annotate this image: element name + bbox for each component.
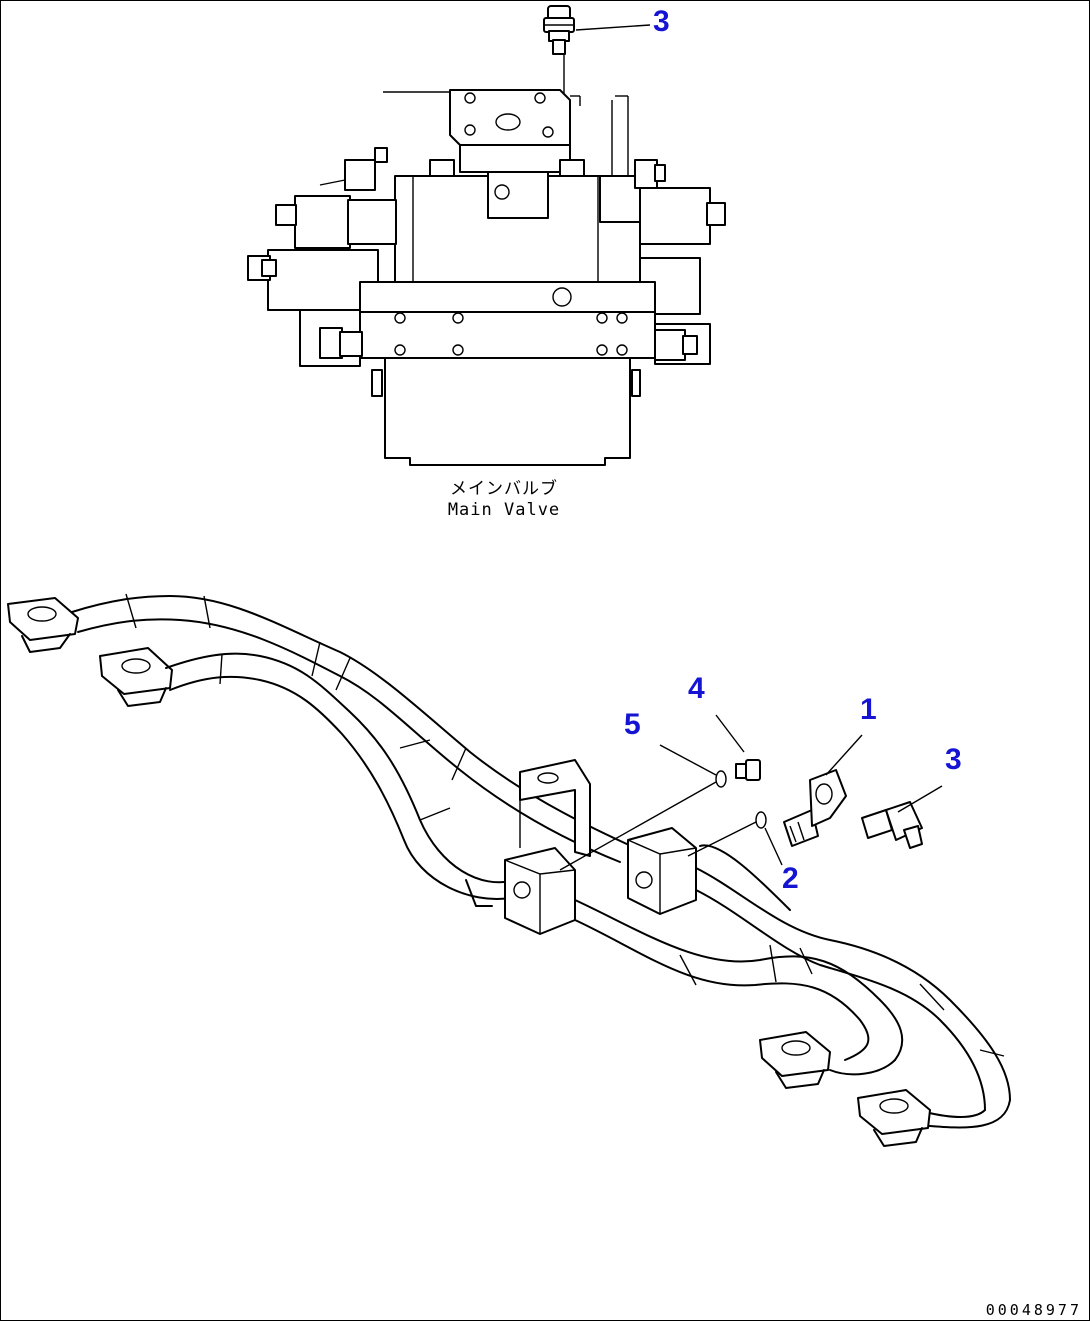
main-valve-illustration xyxy=(247,5,726,466)
leader-2 xyxy=(764,827,783,866)
leader-5 xyxy=(659,744,717,776)
leader-1 xyxy=(825,734,863,776)
callout-4: 4 xyxy=(688,672,705,705)
elbow-fitting-part-1 xyxy=(783,769,847,847)
manifold-bolts xyxy=(394,312,628,356)
pressure-sensor-part-3 xyxy=(861,801,923,849)
callout-5: 5 xyxy=(624,708,641,741)
plug-part-4 xyxy=(735,759,761,781)
leader-3-right xyxy=(897,785,943,813)
drawing-code: 00048977 xyxy=(985,1301,1082,1319)
callout-1: 1 xyxy=(860,693,877,726)
o-ring-part-5 xyxy=(715,770,727,788)
callout-3-top: 3 xyxy=(653,5,670,38)
exploded-parts xyxy=(559,759,923,871)
caption-main-valve: Main Valve xyxy=(447,500,561,520)
callout-3-right: 3 xyxy=(945,743,962,776)
pipe-assembly-illustration xyxy=(7,593,1011,1147)
pressure-sensor-top xyxy=(543,5,575,55)
callout-2: 2 xyxy=(782,862,799,895)
leader-3-top xyxy=(575,24,651,31)
o-ring-part-2 xyxy=(755,811,767,829)
leader-4 xyxy=(715,714,745,753)
caption-japanese: メインバルブ xyxy=(450,479,558,499)
